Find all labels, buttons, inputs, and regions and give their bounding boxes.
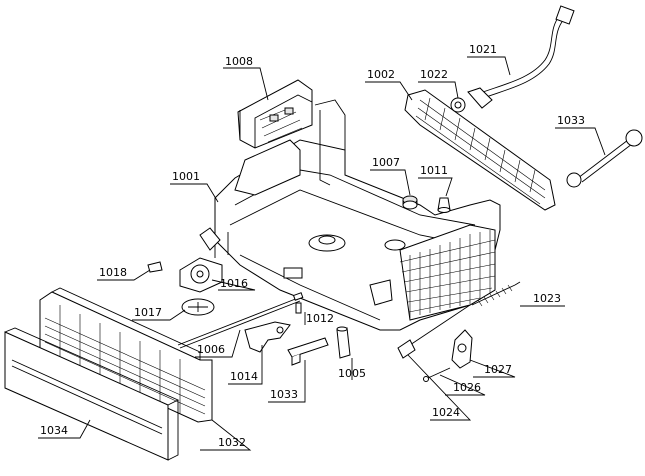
leader-1022 <box>418 81 459 99</box>
leader-1011 <box>418 177 453 197</box>
label-1012: 1012 <box>306 312 334 325</box>
label-1021: 1021 <box>469 43 497 56</box>
label-1018: 1018 <box>99 266 127 279</box>
pin-part <box>423 367 451 382</box>
bracket-part <box>287 337 329 366</box>
label-1001: 1001 <box>172 170 200 183</box>
label-1033: 1033 <box>270 388 298 401</box>
rear-grille-part <box>404 89 556 211</box>
leader-1024 <box>407 354 472 421</box>
leader-1034 <box>38 419 91 439</box>
leader-1001 <box>170 183 219 203</box>
clip-part <box>147 261 163 273</box>
label-1034: 1034 <box>40 424 68 437</box>
leader-lines <box>38 56 606 451</box>
inlet-hose-part <box>566 129 643 188</box>
label-1006: 1006 <box>197 343 225 356</box>
leader-1008 <box>223 67 269 101</box>
lever-part <box>244 321 291 353</box>
nozzle-part <box>437 197 451 213</box>
front-panel-part <box>39 287 213 423</box>
leader-1026 <box>439 374 486 396</box>
nut-part <box>450 97 466 113</box>
label-1014: 1014 <box>230 370 258 383</box>
leader-1016 <box>211 279 256 291</box>
leader-1018 <box>97 269 151 281</box>
label-1026: 1026 <box>453 381 481 394</box>
label-1002: 1002 <box>367 68 395 81</box>
label-1007: 1007 <box>372 156 400 169</box>
cable-part <box>397 304 471 359</box>
label-1008: 1008 <box>225 55 253 68</box>
label-1023: 1023 <box>533 292 561 305</box>
leader-1031 <box>555 127 606 156</box>
leader-1032 <box>200 419 252 451</box>
leader-1017 <box>132 309 186 321</box>
leader-1027 <box>469 359 516 378</box>
label-1022: 1022 <box>420 68 448 81</box>
pump-wheel-part <box>402 195 418 210</box>
label-1031: 1033 <box>557 114 585 127</box>
leader-1021 <box>467 56 511 76</box>
label-1032: 1032 <box>218 436 246 449</box>
control-board-part <box>237 79 313 149</box>
base-tub-part <box>199 99 501 331</box>
label-1011: 1011 <box>420 164 448 177</box>
part-labels: 1008 1002 1022 1021 1033 1007 1011 1001 … <box>40 43 585 449</box>
leader-1002 <box>365 81 413 101</box>
leader-1007 <box>370 169 411 196</box>
float-part <box>336 326 351 359</box>
door-spring-part <box>471 281 521 307</box>
drain-hose-part <box>467 5 575 109</box>
label-1017: 1017 <box>134 306 162 319</box>
label-1005: 1005 <box>338 367 366 380</box>
leader-1033 <box>268 360 306 403</box>
kick-plate-part <box>4 327 180 461</box>
label-1027: 1027 <box>484 363 512 376</box>
leader-1014 <box>228 345 263 385</box>
label-1024: 1024 <box>432 406 460 419</box>
hinge-plate-part <box>451 329 473 369</box>
leader-1006 <box>195 329 241 358</box>
filter-disc-part <box>181 298 215 316</box>
rod-part <box>177 292 304 349</box>
circulation-pump-part <box>179 257 223 293</box>
label-1016: 1016 <box>220 277 248 290</box>
spring-clip-part <box>295 302 302 314</box>
